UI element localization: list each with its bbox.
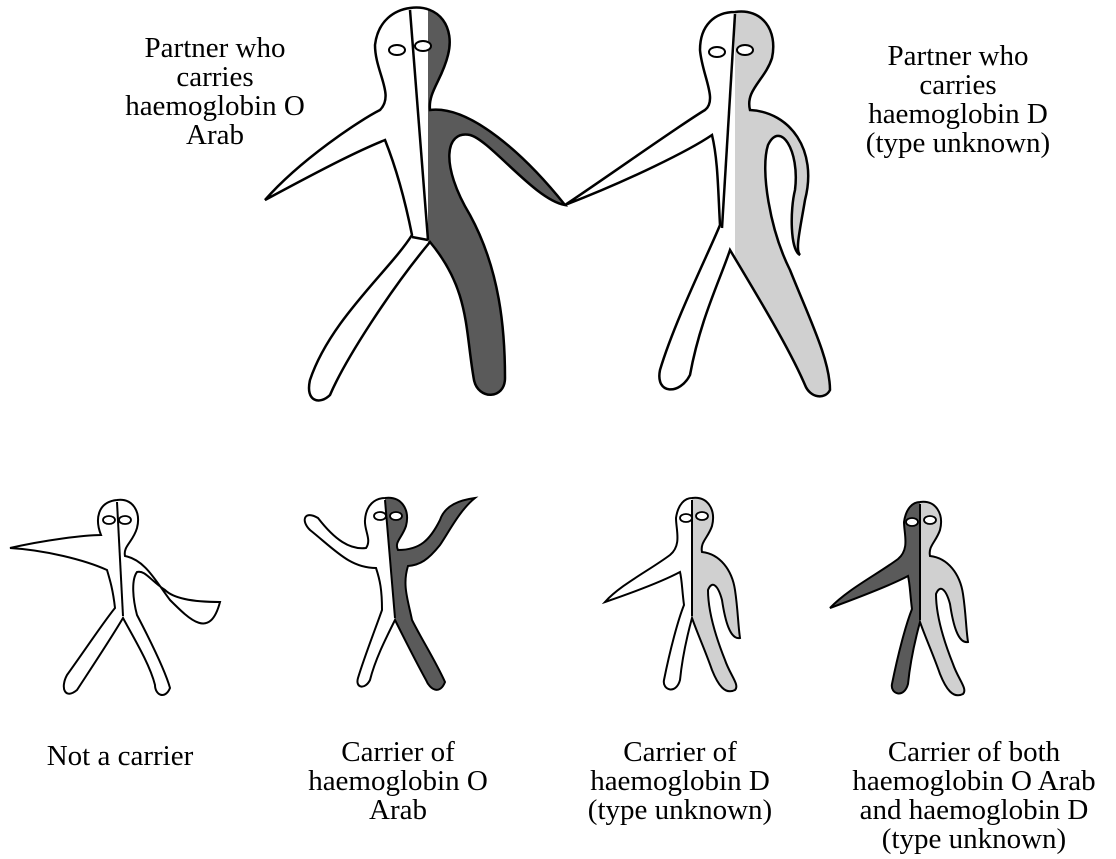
child-4-label: Carrier of both haemoglobin O Arab and h… [835, 738, 1113, 854]
child-1-label: Not a carrier [10, 742, 230, 771]
child-2-figure [290, 490, 510, 710]
child-4-right-eye [924, 516, 936, 524]
child-1-body-left [10, 500, 220, 695]
parent-2-right-eye [737, 45, 753, 55]
child-1-left-eye [103, 516, 115, 524]
child-3-label: Carrier of haemoglobin D (type unknown) [560, 738, 800, 825]
child-2-svg [290, 490, 510, 710]
child-3-left-eye [680, 514, 692, 522]
parent-2-left-eye [709, 47, 725, 57]
parent-1-left-eye [389, 45, 405, 55]
parents-figures [0, 0, 1116, 420]
child-2-label: Carrier of haemoglobin O Arab [278, 738, 518, 825]
child-4-left-eye [906, 518, 918, 526]
child-4-figure [820, 490, 1040, 710]
child-1-right-eye [119, 516, 131, 524]
parent-1-figure [265, 8, 565, 401]
child-1-figure [5, 490, 225, 710]
child-3-figure [590, 490, 810, 710]
child-1-svg [5, 490, 225, 710]
child-2-left-eye [374, 512, 386, 520]
parent-2-figure [565, 12, 830, 397]
child-3-svg [590, 490, 810, 710]
child-4-svg [820, 490, 1040, 710]
child-3-right-eye [696, 512, 708, 520]
parent-1-right-eye [415, 41, 431, 51]
child-2-right-eye [390, 512, 402, 520]
